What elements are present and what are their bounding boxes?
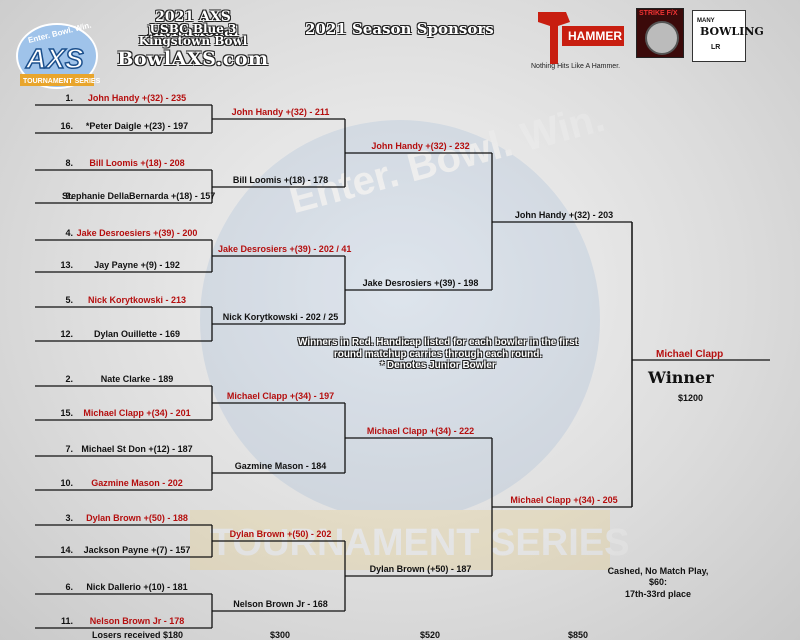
event-title: 2021 AXS Invitational [147, 9, 239, 40]
hammer-bar [562, 26, 624, 46]
seed-number: 8. [65, 158, 73, 168]
seed-number: 5. [65, 295, 73, 305]
round1-entry: Gazmine Mason - 202 [91, 478, 183, 488]
axs-logo: Enter. Bowl. Win. AXS TOURNAMENT SERIES [16, 21, 101, 89]
round1-entry: Jay Payne +(9) - 192 [94, 260, 180, 270]
round3-entry: John Handy +(32) - 232 [371, 141, 470, 151]
round1-entry: Dylan Brown +(50) - 188 [86, 513, 188, 523]
round3-entry: Michael Clapp +(34) - 222 [366, 426, 475, 436]
seed-number: 12. [60, 329, 73, 339]
round2-entry: Bill Loomis +(18) - 178 [232, 175, 329, 185]
note-line-3: * Denotes Junior Bowler [380, 360, 496, 371]
round2-prize: $300 [270, 630, 291, 640]
seed-number: 11. [60, 616, 73, 626]
hammer-name: HAMMER [568, 29, 622, 43]
round3-prize: $520 [420, 630, 441, 640]
round1-entry: Jackson Payne +(7) - 157 [83, 545, 191, 555]
round1-entry: Bill Loomis +(18) - 208 [89, 158, 185, 168]
axs-watermark: Enter. Bowl. Win. TOURNAMENT SERIES [190, 96, 629, 570]
logo-sub: TOURNAMENT SERIES [23, 78, 101, 85]
round2-entry: Gazmine Mason - 184 [234, 461, 327, 471]
hammer-sponsor-logo: HAMMER [532, 6, 624, 66]
seed-number: 7. [65, 444, 73, 454]
seed-number: 4. [65, 228, 73, 238]
round4-entry: Michael Clapp +(34) - 205 [510, 495, 618, 505]
seed-number: 16. [60, 121, 73, 131]
note-line-1: Winners in Red. Handicap listed for each… [298, 337, 578, 348]
bowl-sponsor-main: BOWLING [700, 25, 764, 38]
champion-name: Michael Clapp [656, 349, 724, 360]
round1-entry: Nelson Brown Jr - 178 [89, 616, 185, 626]
note-line-2: round matchup carries through each round… [333, 348, 543, 360]
champion-prize: $1200 [678, 393, 704, 403]
bracket-note: Winners in Red. Handicap listed for each… [270, 337, 606, 372]
bowl-sponsor-top: MANY [697, 18, 715, 24]
strike-fx-name: STRIKE F/X [639, 10, 678, 17]
cashed-line-1: Cashed, No Match Play, $60: [607, 566, 709, 588]
round1-entry: Michael St Don +(12) - 187 [81, 444, 193, 454]
event-oil-pattern: USBC Blue 3 [149, 22, 237, 36]
round3-entry: Jake Desrosiers +(39) - 198 [362, 278, 479, 288]
seed-number: 10. [60, 478, 73, 488]
seed-number: 13. [60, 260, 73, 270]
round1-entry: *Peter Daigle +(23) - 197 [85, 121, 189, 131]
cashed-note: Cashed, No Match Play, $60: 17th-33rd pl… [598, 566, 718, 600]
logo-main: AXS [25, 43, 84, 74]
hammer-tagline: Nothing Hits Like A Hammer. [531, 63, 621, 70]
strike-fx-logo: STRIKE F/X [636, 8, 684, 58]
round2-entry: Nick Korytkowski - 202 / 25 [222, 312, 339, 322]
round2-entry: Nelson Brown Jr - 168 [233, 599, 328, 609]
round1-entry: John Handy +(32) - 235 [87, 93, 187, 103]
round1-entry: Nate Clarke - 189 [100, 374, 174, 384]
hammer-icon [538, 12, 570, 64]
round4-prize: $850 [568, 630, 589, 640]
round1-entry: Nick Korytkowski - 213 [87, 295, 187, 305]
round1-prize: Losers received $180 [92, 630, 184, 640]
watermark-series: TOURNAMENT SERIES [210, 522, 629, 564]
seed-number: 15. [60, 408, 73, 418]
round1-entry: Michael Clapp +(34) - 201 [83, 408, 191, 418]
round4-entry: John Handy +(32) - 203 [514, 210, 614, 220]
seed-number: 9. [65, 191, 73, 201]
round2-entry: Dylan Brown +(50) - 202 [229, 529, 332, 539]
bowling-sponsor-logo: MANY BOWLING LR [692, 10, 764, 62]
seed-number: 3. [65, 513, 73, 523]
seed-number: 14. [60, 545, 73, 555]
round2-entry: John Handy +(32) - 211 [231, 107, 330, 117]
sponsors-label: 2021 Season Sponsors [305, 20, 494, 38]
round3-entry: Dylan Brown (+50) - 187 [369, 564, 472, 574]
winner-label: Winner [648, 368, 714, 387]
seed-number: 1. [65, 93, 73, 103]
round1-entry: Jake Desroesiers +(39) - 200 [76, 228, 198, 238]
round1-entry: Stephanie DellaBernarda +(18) - 157 [62, 191, 216, 201]
round2-entry: Michael Clapp +(34) - 197 [226, 391, 335, 401]
seed-number: 6. [65, 582, 73, 592]
event-venue: Kingstown Bowl [138, 34, 248, 48]
website-link[interactable]: BowlAXS.com [117, 48, 269, 70]
round2-entry: Jake Desrosiers +(39) - 202 / 41 [218, 244, 352, 254]
skull-icon [645, 21, 679, 55]
bowl-sponsor-bottom: LR [711, 44, 721, 51]
seed-number: 2. [65, 374, 73, 384]
round1-entry: Dylan Ouillette - 169 [93, 329, 181, 339]
cashed-line-2: 17th-33rd place [624, 588, 692, 599]
round1-entry: Nick Dallerio +(10) - 181 [86, 582, 188, 592]
